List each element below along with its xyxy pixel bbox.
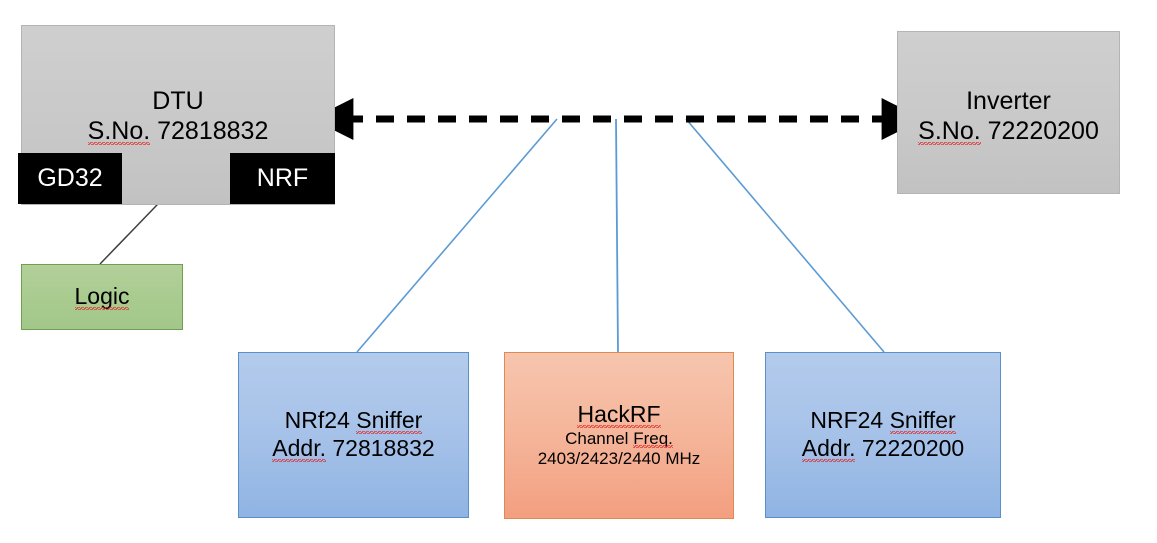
sniffer-right-addr-label: Addr.	[801, 435, 856, 462]
hackrf-title: HackRF	[577, 401, 661, 428]
hackrf-sub2: 2403/2423/2440 MHz	[537, 449, 701, 469]
sniffer-left-tap-line	[356, 118, 558, 353]
sniffer-right-addr-value: 72220200	[855, 435, 965, 461]
inverter-serial: S.No. 72220200	[918, 116, 1099, 146]
sniffer-left-node[interactable]: NRf24 Sniffer Addr. 72818832	[238, 352, 469, 518]
inverter-serial-label: S.No.	[918, 117, 981, 145]
sniffer-left-addr-value: 72818832	[325, 435, 435, 461]
hackrf-tap-line	[615, 118, 619, 353]
sniffer-right-title: NRF24 Sniffer	[810, 407, 956, 435]
sniffer-left-addr: Addr. 72818832	[272, 435, 435, 463]
nrf-label: NRF	[256, 164, 309, 192]
dtu-title: DTU	[152, 87, 204, 115]
logic-label-wrap: Logic	[74, 283, 130, 311]
inverter-title: Inverter	[966, 87, 1051, 115]
inverter-serial-value: 72220200	[980, 117, 1099, 145]
gd32-label: GD32	[37, 164, 103, 192]
sniffer-left-title-b: Sniffer	[356, 407, 423, 434]
sniffer-right-node[interactable]: NRF24 Sniffer Addr. 72220200	[765, 352, 1001, 518]
sniffer-right-title-a: NRF24	[810, 407, 890, 434]
sniffer-right-title-b: Sniffer	[889, 407, 956, 434]
logic-label: Logic	[74, 283, 130, 310]
sniffer-right-tap-line	[685, 118, 885, 353]
logic-node[interactable]: Logic	[21, 264, 183, 330]
hackrf-sub1-a: Channel	[565, 428, 634, 448]
hackrf-title-wrap: HackRF	[577, 401, 661, 429]
hackrf-sub1-b: Freq.	[633, 428, 673, 449]
hackrf-sub1: Channel Freq.	[565, 429, 673, 449]
sniffer-left-title: NRf24 Sniffer	[285, 407, 423, 435]
sniffer-left-title-a: NRf24	[284, 407, 357, 434]
dtu-serial-label: S.No.	[87, 117, 151, 145]
sniffer-right-addr: Addr. 72220200	[801, 435, 965, 463]
hackrf-node[interactable]: HackRF Channel Freq. 2403/2423/2440 MHz	[504, 352, 734, 519]
sniffer-left-addr-label: Addr.	[272, 435, 326, 462]
dtu-serial-value: 72818832	[150, 117, 269, 145]
dtu-serial: S.No. 72818832	[87, 116, 269, 146]
gd32-chip[interactable]: GD32	[18, 153, 122, 204]
nrf-chip[interactable]: NRF	[230, 153, 335, 204]
inverter-node[interactable]: Inverter S.No. 72220200	[897, 31, 1120, 194]
